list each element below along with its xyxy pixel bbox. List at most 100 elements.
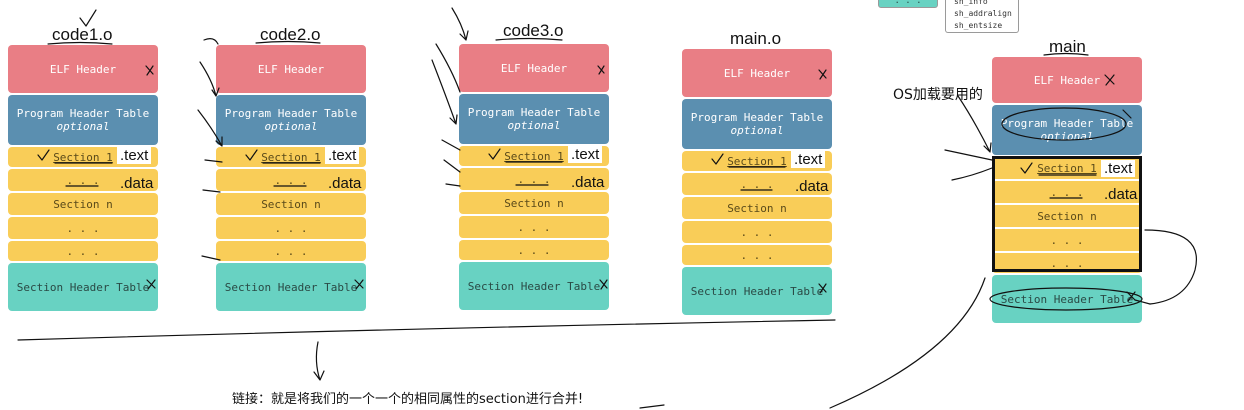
file-title-main: main — [1049, 37, 1086, 56]
curve-annotation — [1134, 299, 1151, 305]
circle-annotation — [989, 287, 1143, 311]
merged-sections-box — [992, 156, 1142, 272]
file-title-code1: code1.o — [52, 25, 113, 44]
section-header-table-block: Section Header Table — [216, 263, 366, 311]
arrow-stroke — [199, 61, 220, 97]
curve-annotation — [1144, 229, 1197, 305]
arrow-stroke — [197, 109, 223, 147]
curve-annotation — [829, 277, 986, 409]
arrow-stroke — [313, 341, 325, 381]
arrow-stroke — [431, 59, 458, 125]
x-mark — [597, 65, 605, 75]
section-dots-block: . . . — [682, 173, 832, 195]
section-n-block: Section n — [216, 193, 366, 215]
x-mark — [354, 279, 364, 290]
section-dots-block: . . . — [682, 245, 832, 265]
file-title-code2: code2.o — [260, 25, 321, 44]
circle-annotation — [1001, 107, 1127, 141]
title-underline — [495, 37, 563, 41]
arrow-stroke — [203, 38, 219, 45]
x-mark — [818, 283, 827, 294]
legend-item-sh-info: sh_info — [954, 0, 988, 6]
x-mark — [599, 279, 608, 290]
check-mark — [488, 148, 501, 160]
section-dots-block: . . . — [216, 241, 366, 261]
section-header-table-block: Section Header Table — [682, 267, 832, 315]
section-n-block: Section n — [682, 197, 832, 219]
arrow-stroke — [441, 139, 461, 151]
section-dots-block: . . . — [216, 217, 366, 239]
legend-item-sh-entsize: sh_entsize — [954, 21, 1003, 30]
check-mark — [711, 153, 724, 165]
section-dots-block: . . . — [682, 221, 832, 243]
data-section-tag: .data — [1104, 186, 1138, 203]
elf-header-block: ELF Header — [992, 57, 1142, 103]
section-dots-block: . . . — [8, 241, 158, 261]
file-title-main-o: main.o — [730, 29, 782, 48]
elf-header-block: ELF Header — [682, 49, 832, 97]
legend-chip: . . . — [878, 0, 938, 8]
check-mark — [1020, 162, 1033, 174]
section-header-table-block: Section Header Table — [992, 275, 1142, 323]
data-section-tag: .data — [795, 178, 829, 195]
section-n-block: Section n — [8, 193, 158, 215]
title-underline — [47, 41, 113, 45]
elf-header-block: ELF Header — [8, 45, 158, 93]
arrow-stroke — [443, 159, 461, 173]
x-mark — [146, 279, 156, 290]
section-dots-block: . . . — [216, 169, 366, 191]
file-title-code3: code3.o — [503, 21, 564, 40]
linking-note: 链接：就是将我们的一个一个的相同属性的section进行合并! — [232, 392, 584, 407]
section-dots-block: . . . — [8, 169, 158, 191]
legend-box: sh_info sh_addralign sh_entsize — [945, 0, 1019, 33]
title-underline — [1043, 52, 1089, 56]
arrow-stroke — [451, 7, 469, 41]
arrow-stroke — [957, 95, 992, 153]
section-n-block: Section n — [459, 192, 609, 214]
arrow-stroke — [435, 43, 461, 93]
elf-header-block: ELF Header — [459, 44, 609, 92]
arrow-stroke — [944, 149, 993, 161]
section-dots-block: . . . — [459, 216, 609, 238]
x-mark — [818, 69, 827, 80]
section-dots-block: . . . — [459, 168, 609, 190]
check-mark — [245, 149, 258, 161]
section-dots-block: . . . — [8, 217, 158, 239]
divider-line — [639, 404, 665, 409]
x-mark — [1122, 109, 1132, 119]
divider-line — [17, 319, 836, 341]
arrow-stroke — [445, 183, 461, 187]
text-section-tag: .text — [1101, 160, 1136, 177]
arrow-stroke — [204, 159, 223, 163]
x-mark — [1104, 74, 1115, 86]
arrow-stroke — [202, 189, 221, 193]
data-section-tag: .data — [120, 175, 154, 192]
text-section-tag: .text — [568, 146, 603, 163]
section-n-block: Section n — [992, 205, 1142, 227]
section-header-table-block: Section Header Table — [459, 262, 609, 310]
arrow-stroke — [951, 167, 993, 181]
section-header-table-block: Section Header Table — [8, 263, 158, 311]
arrow-stroke — [201, 255, 221, 261]
section-dots-block: . . . — [992, 181, 1142, 203]
data-section-tag: .data — [571, 174, 605, 191]
check-mark — [37, 149, 50, 161]
title-underline — [255, 40, 321, 44]
data-section-tag: .data — [328, 175, 362, 192]
check-mark — [79, 9, 97, 27]
elf-header-block: ELF Header — [216, 45, 366, 93]
text-section-tag: .text — [117, 147, 152, 164]
text-section-tag: .text — [791, 151, 826, 168]
x-mark — [145, 65, 154, 76]
section-dots-block: . . . — [992, 229, 1142, 251]
text-section-tag: .text — [325, 147, 360, 164]
section-dots-block: . . . — [992, 253, 1142, 273]
legend-item-sh-addralign: sh_addralign — [954, 9, 1012, 18]
section-dots-block: . . . — [459, 240, 609, 260]
